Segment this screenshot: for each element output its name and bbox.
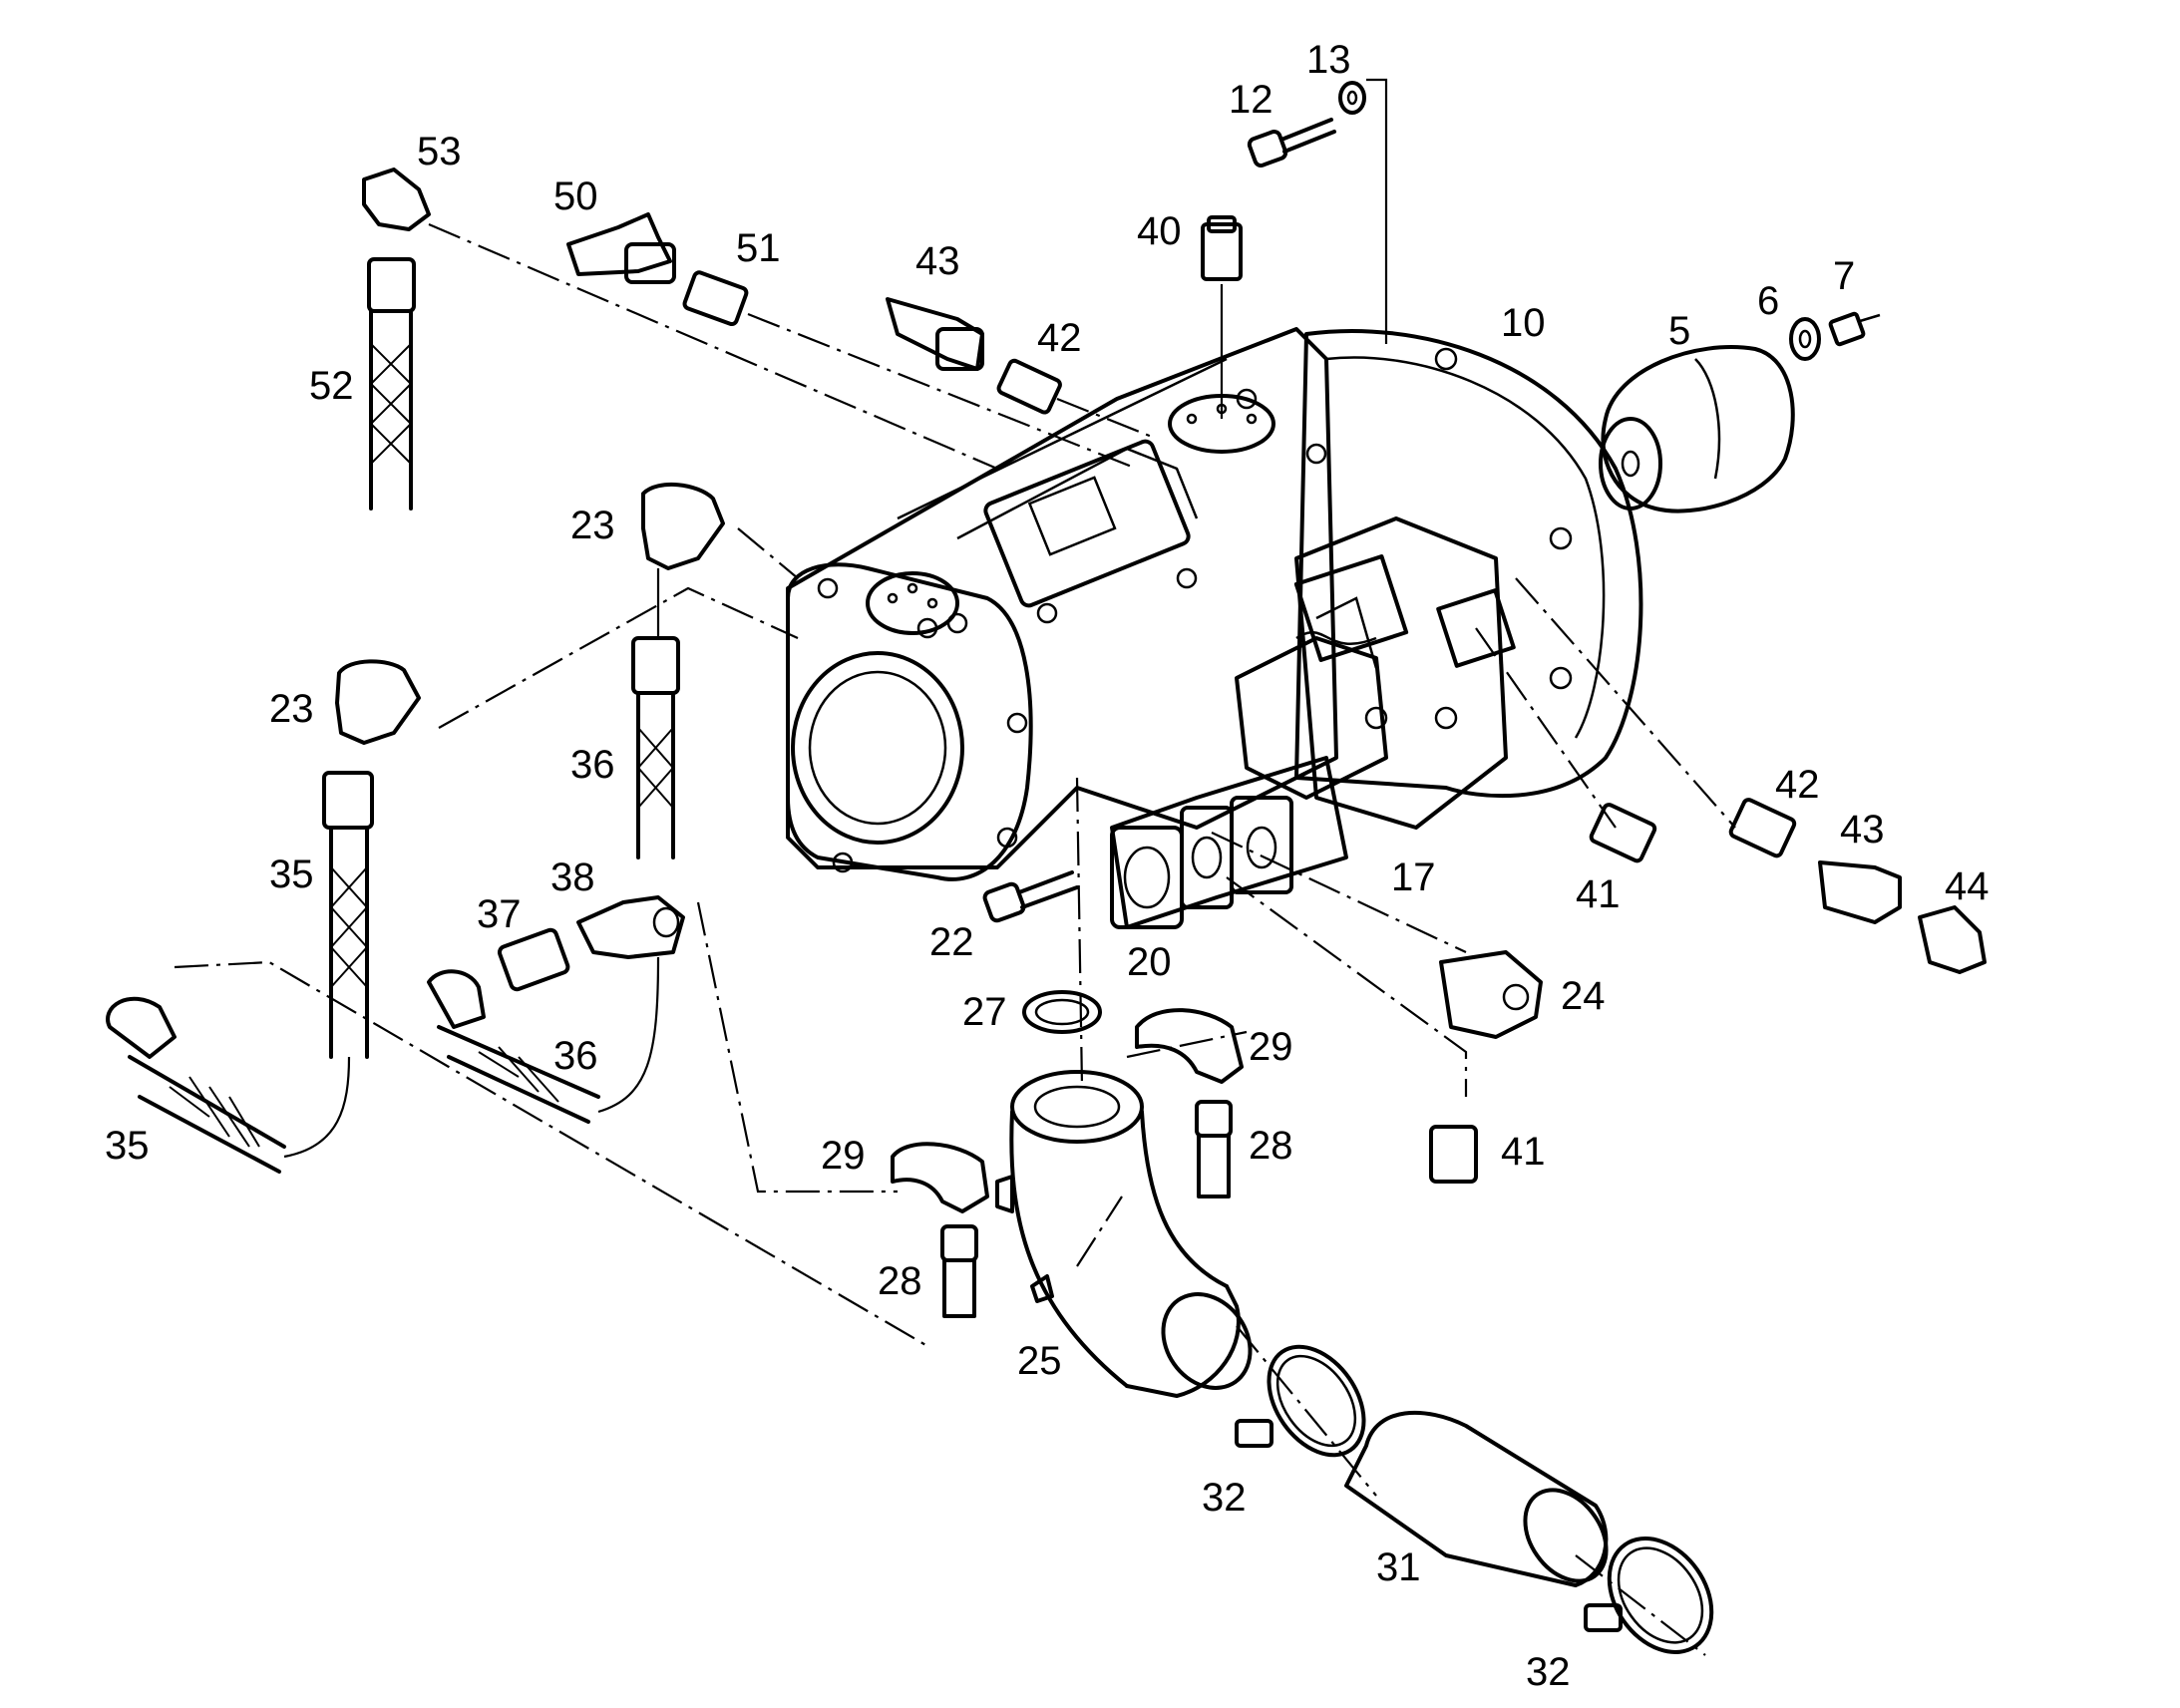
callout-28: 28: [1249, 1124, 1293, 1168]
callout-24: 24: [1561, 974, 1606, 1018]
top-fittings: [362, 81, 1366, 415]
callout-25: 25: [1017, 1339, 1062, 1383]
callout-38: 38: [550, 855, 595, 899]
right-fittings: [1429, 798, 1987, 1184]
callout-37: 37: [477, 892, 522, 936]
callout-29: 29: [821, 1134, 866, 1178]
callout-42: 42: [1037, 316, 1082, 360]
callout-53: 53: [417, 130, 462, 173]
callout-40: 40: [1137, 209, 1182, 253]
gear-pump: [1110, 756, 1348, 929]
callout-22: 22: [929, 920, 974, 964]
callout-36: 36: [553, 1034, 598, 1078]
callout-43: 43: [1840, 808, 1885, 852]
suction-elbow: [995, 1070, 1253, 1398]
filter-assembly: [1599, 311, 1881, 513]
callout-44: 44: [1945, 864, 1990, 908]
callout-35: 35: [105, 1124, 150, 1168]
bolts: [940, 870, 1233, 1318]
callout-28: 28: [878, 1259, 922, 1303]
o-ring-27: [1022, 990, 1102, 1034]
callout-43: 43: [915, 239, 960, 283]
callout-12: 12: [1229, 78, 1273, 122]
callout-50: 50: [553, 174, 598, 218]
callout-36: 36: [570, 743, 615, 787]
callout-6: 6: [1757, 279, 1779, 323]
hose-35-bent: [106, 996, 351, 1174]
callout-41: 41: [1576, 872, 1621, 916]
elbow-fittings-23: [335, 482, 725, 745]
clamp-halves-29: [891, 1008, 1244, 1213]
callout-42: 42: [1775, 763, 1820, 807]
callout-29: 29: [1249, 1025, 1293, 1069]
callout-51: 51: [736, 226, 781, 270]
callout-52: 52: [309, 364, 354, 408]
callout-7: 7: [1833, 254, 1855, 298]
control-valve-assembly: [1235, 516, 1516, 830]
leader-lines: [174, 78, 1736, 1656]
callout-10: 10: [1501, 301, 1546, 345]
hose-31: [1344, 1410, 1609, 1587]
hose-52: [367, 257, 416, 511]
callout-17: 17: [1391, 855, 1436, 899]
callout-35: 35: [269, 853, 314, 896]
hose-36-bent: [427, 895, 685, 1124]
hose-36-vertical: [631, 636, 680, 859]
callout-32: 32: [1526, 1650, 1571, 1694]
callout-23: 23: [269, 687, 314, 731]
callout-20: 20: [1127, 940, 1172, 984]
transmission-housing: [786, 327, 1643, 881]
callout-31: 31: [1376, 1545, 1421, 1589]
hose-clamps-32: [1235, 1344, 1714, 1654]
callout-32: 32: [1202, 1476, 1247, 1520]
hose-35-vertical: [322, 771, 374, 1059]
callouts: 12 13 53 50 51 43 40 42 10 5 6 7 52 23 2…: [105, 38, 1990, 1694]
callout-41: 41: [1501, 1130, 1546, 1174]
callout-5: 5: [1668, 309, 1690, 353]
callout-13: 13: [1306, 38, 1351, 82]
callout-27: 27: [962, 990, 1007, 1034]
callout-23: 23: [570, 504, 615, 547]
